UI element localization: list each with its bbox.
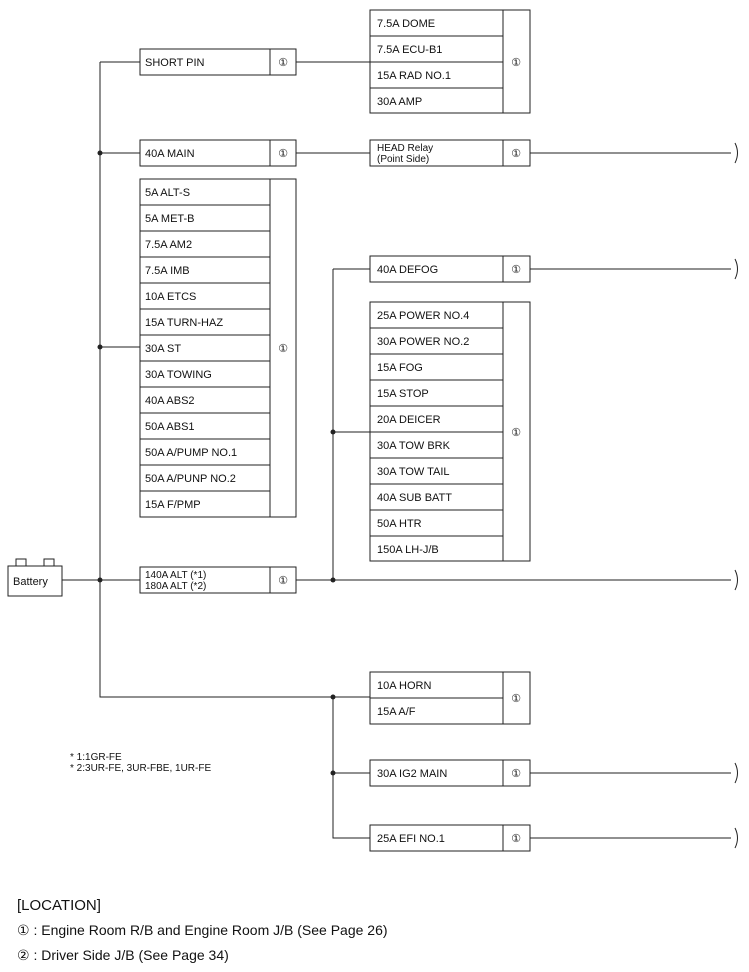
fuse-180a-alt: 180A ALT (*2)	[145, 581, 206, 592]
fuse-label: 10A ETCS	[145, 291, 196, 303]
fuse-label: 30A AMP	[377, 96, 422, 108]
fuse-label: 50A ABS1	[145, 421, 195, 433]
location-mark: ①	[511, 426, 521, 439]
fuse-label: 30A ST	[145, 343, 181, 355]
location-mark: ①	[511, 56, 521, 69]
relay-box-head	[369, 139, 531, 167]
fuse-label: 40A SUB BATT	[377, 492, 452, 504]
fuse-label: 30A POWER NO.2	[377, 336, 469, 348]
fuse-box-alt-group	[139, 178, 297, 518]
head-relay-label: HEAD Relay	[377, 143, 433, 154]
fuse-box-efi-no1	[369, 824, 531, 852]
fuse-label: 10A HORN	[377, 680, 431, 692]
fuse-box-defog	[369, 255, 531, 283]
head-relay-sublabel: (Point Side)	[377, 154, 429, 165]
wire-continuation-marks	[734, 142, 738, 849]
fuse-label: 15A A/F	[377, 706, 416, 718]
fuse-label: 7.5A ECU-B1	[377, 44, 442, 56]
junction-dots	[97, 150, 336, 776]
location-mark: ①	[278, 342, 288, 355]
location-title: [LOCATION]	[17, 897, 101, 914]
fuse-box-horn-group	[369, 671, 531, 725]
fuse-label: 15A FOG	[377, 362, 423, 374]
fuse-box-dome-group	[369, 9, 531, 114]
fuse-25a-efi-no1: 25A EFI NO.1	[377, 833, 445, 845]
location-mark: ①	[17, 923, 30, 939]
battery-symbol	[7, 558, 63, 597]
fuse-40a-defog: 40A DEFOG	[377, 264, 438, 276]
fuse-40a-main: 40A MAIN	[145, 148, 195, 160]
fuse-label: 50A A/PUNP NO.2	[145, 473, 236, 485]
main-bus-wire	[62, 61, 370, 698]
fuse-label: 150A LH-J/B	[377, 544, 439, 556]
location-mark: ②	[17, 948, 30, 964]
fuse-box-short-pin	[139, 48, 297, 76]
note-1: * 1:1GR-FE	[70, 752, 122, 763]
location-mark: ①	[278, 574, 288, 587]
fuse-label: 5A MET-B	[145, 213, 195, 225]
fuse-box-40a-main	[139, 139, 297, 167]
fuse-label: 7.5A DOME	[377, 18, 435, 30]
location-mark: ①	[278, 147, 288, 160]
fuse-box-alt-main	[139, 566, 297, 594]
fuse-30a-ig2-main: 30A IG2 MAIN	[377, 768, 447, 780]
fuse-label: 15A RAD NO.1	[377, 70, 451, 82]
fuse-short-pin: SHORT PIN	[145, 57, 205, 69]
fuse-label: 50A A/PUMP NO.1	[145, 447, 237, 459]
location-text: : Engine Room R/B and Engine Room J/B (S…	[29, 922, 388, 938]
fuse-label: 25A POWER NO.4	[377, 310, 469, 322]
fuse-140a-alt: 140A ALT (*1)	[145, 570, 206, 581]
location-item-2: ② : Driver Side J/B (See Page 34)	[17, 947, 229, 964]
fuse-label: 5A ALT-S	[145, 187, 190, 199]
engine-notes: * 1:1GR-FE * 2:3UR-FE, 3UR-FBE, 1UR-FE	[70, 752, 211, 774]
fuse-label: 15A F/PMP	[145, 499, 201, 511]
note-2: * 2:3UR-FE, 3UR-FBE, 1UR-FE	[70, 763, 212, 774]
fuse-label: 40A ABS2	[145, 395, 195, 407]
battery-label: Battery	[13, 576, 48, 588]
fuse-label: 15A TURN-HAZ	[145, 317, 223, 329]
location-mark: ①	[511, 692, 521, 705]
fuse-label: 30A TOW BRK	[377, 440, 451, 452]
location-item-1: ① : Engine Room R/B and Engine Room J/B …	[17, 922, 388, 939]
location-mark: ①	[511, 147, 521, 160]
fuse-label: 7.5A IMB	[145, 265, 190, 277]
fuse-box-ig2-main	[369, 759, 531, 787]
lower-branch-wire	[332, 697, 370, 839]
location-text: : Driver Side J/B (See Page 34)	[29, 947, 229, 963]
location-mark: ①	[511, 263, 521, 276]
fuse-label: 20A DEICER	[377, 414, 441, 426]
fuse-label: 7.5A AM2	[145, 239, 192, 251]
right-side-wires	[296, 61, 731, 839]
alt-output-wire	[296, 268, 731, 581]
location-mark: ①	[511, 767, 521, 780]
fuse-label: 30A TOWING	[145, 369, 212, 381]
fuse-label: 50A HTR	[377, 518, 422, 530]
fuse-box-power-group	[369, 301, 531, 562]
location-mark: ①	[278, 56, 288, 69]
fuse-label: 15A STOP	[377, 388, 429, 400]
fuse-label: 30A TOW TAIL	[377, 466, 450, 478]
location-mark: ①	[511, 832, 521, 845]
